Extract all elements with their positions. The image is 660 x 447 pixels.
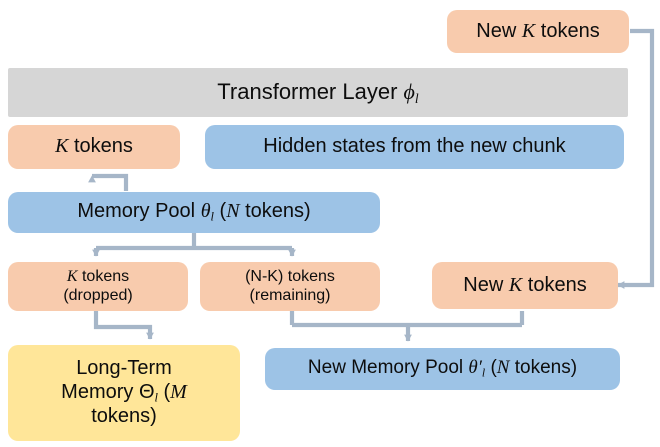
node-long-term-memory-line1: Long-Term (76, 357, 172, 380)
node-transformer-layer[interactable]: Transformer Layer ϕl (8, 68, 628, 117)
node-transformer-layer-label: Transformer Layer ϕl (217, 78, 419, 106)
node-k-tokens-dropped-line2: (dropped) (63, 286, 133, 304)
node-k-tokens[interactable]: K tokens (8, 125, 180, 169)
node-hidden-states-label: Hidden states from the new chunk (263, 135, 566, 158)
node-k-tokens-dropped[interactable]: K tokens (dropped) (8, 262, 188, 311)
node-new-k-tokens-top-label: New K tokens (476, 19, 600, 42)
node-new-memory-pool[interactable]: New Memory Pool θ′l (N tokens) (265, 348, 620, 390)
edge-memory-pool-to-k-tokens (96, 173, 129, 191)
node-new-k-tokens-top[interactable]: New K tokens (447, 10, 629, 53)
node-long-term-memory-line3: tokens) (91, 405, 157, 428)
node-memory-pool-label: Memory Pool θl (N tokens) (77, 200, 311, 224)
node-k-tokens-dropped-line1: K tokens (66, 267, 130, 285)
node-new-k-tokens-right[interactable]: New K tokens (432, 262, 618, 309)
node-nk-tokens-remaining-line1: (N-K) tokens (245, 267, 335, 285)
node-nk-tokens-remaining[interactable]: (N-K) tokens (remaining) (200, 262, 380, 311)
node-new-memory-pool-label: New Memory Pool θ′l (N tokens) (307, 357, 578, 380)
node-k-tokens-label: K tokens (55, 135, 133, 158)
edge-dropped-to-ltm (93, 311, 154, 340)
node-hidden-states[interactable]: Hidden states from the new chunk (205, 125, 624, 169)
node-nk-tokens-remaining-line2: (remaining) (249, 286, 331, 304)
node-long-term-memory-line2: Memory Θl (M (61, 380, 187, 405)
node-memory-pool[interactable]: Memory Pool θl (N tokens) (8, 192, 380, 233)
node-new-k-tokens-right-label: New K tokens (463, 273, 587, 296)
node-long-term-memory[interactable]: Long-Term Memory Θl (M tokens) (8, 345, 240, 441)
